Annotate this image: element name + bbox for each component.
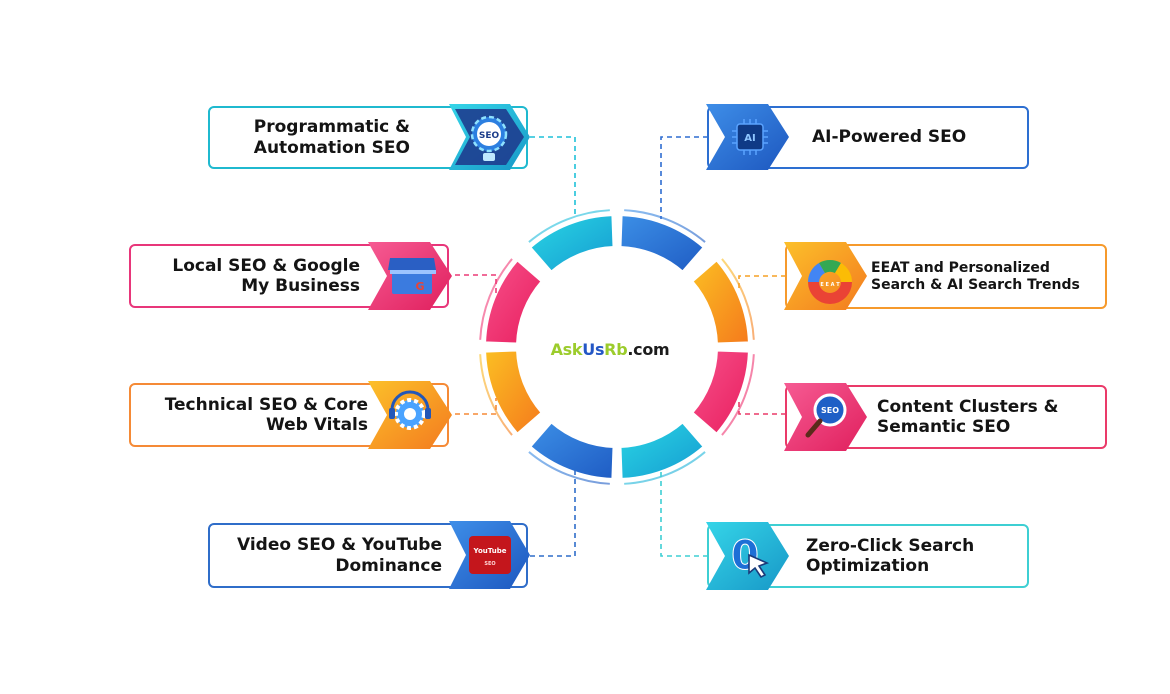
card-ai-powered: AI xyxy=(706,104,1029,170)
ring-segment-right-upper xyxy=(691,258,750,345)
label-ai-powered: AI-Powered SEO xyxy=(812,110,1012,165)
ring-segment-bottom-right xyxy=(619,421,706,480)
ring-segment-left-upper-accent xyxy=(479,258,513,340)
card-zero-click: 0 xyxy=(706,522,1029,590)
label-video: Video SEO & YouTube Dominance xyxy=(214,527,442,584)
label-eeat: EEAT and Personalized Search & AI Search… xyxy=(871,249,1103,304)
center-logo-ask: Ask xyxy=(550,339,583,359)
eeat-gauge-icon-text: E E A T xyxy=(820,282,840,288)
center-logo-us: Us xyxy=(582,339,605,359)
label-technical-line1: Technical SEO & Core xyxy=(164,394,368,415)
label-zero-click-line1: Zero-Click Search xyxy=(806,535,975,556)
label-video-line2: Dominance xyxy=(335,555,442,576)
eeat-gauge-icon: E E A T xyxy=(808,260,852,304)
ring-segment-top-left xyxy=(528,214,615,273)
ai-chip-icon: AI xyxy=(732,119,768,155)
ring-segment-right-lower xyxy=(691,349,750,436)
label-video-line1: Video SEO & YouTube xyxy=(236,535,442,556)
connector-eeat xyxy=(738,275,786,290)
gear-headset-icon xyxy=(389,390,431,430)
ring-segment-bottom-left-accent xyxy=(528,451,610,485)
card-zero-click-icon-bg xyxy=(706,522,789,590)
card-technical xyxy=(129,381,452,449)
card-content: SEO xyxy=(784,383,1107,451)
connector-zero-click xyxy=(660,470,708,557)
label-local: Local SEO & Google My Business xyxy=(140,248,360,304)
label-programmatic-line2: Automation SEO xyxy=(253,137,410,158)
label-eeat-line1: EEAT and Personalized xyxy=(871,259,1050,276)
ai-chip-icon-text: AI xyxy=(744,133,755,144)
youtube-icon-subtext: SEO xyxy=(484,561,495,567)
connector-content xyxy=(738,398,786,415)
label-programmatic: Programmatic & Automation SEO xyxy=(214,110,410,165)
card-video: YouTube SEO xyxy=(208,521,530,589)
label-content-line2: Semantic SEO xyxy=(877,417,1011,437)
label-zero-click-line2: Optimization xyxy=(806,556,930,576)
connector-local xyxy=(446,274,497,296)
label-local-line1: Local SEO & Google xyxy=(172,255,360,276)
store-icon-text: G xyxy=(415,280,424,293)
connector-programmatic xyxy=(530,136,576,214)
card-eeat-frame xyxy=(785,244,1107,309)
ring-segment-top-left-accent xyxy=(528,209,610,243)
center-logo-rb: Rb xyxy=(604,339,628,359)
label-technical-line2: Web Vitals xyxy=(266,415,368,435)
label-technical: Technical SEO & Core Web Vitals xyxy=(140,387,368,443)
ring-segment-right-upper-accent xyxy=(721,258,755,340)
card-local: G xyxy=(129,242,452,310)
label-ai-powered-line1: AI-Powered SEO xyxy=(812,127,967,148)
ring-segment-bottom-left xyxy=(528,421,615,480)
connector-technical xyxy=(446,398,497,415)
youtube-icon: YouTube SEO xyxy=(469,536,511,574)
magnifier-seo-icon-text: SEO xyxy=(821,406,839,415)
label-content-line1: Content Clusters & xyxy=(877,396,1059,417)
label-local-line2: My Business xyxy=(241,276,360,296)
ring-segment-left-lower xyxy=(484,349,543,436)
ring xyxy=(479,209,755,485)
card-ai-powered-frame xyxy=(707,106,1029,169)
connector-video xyxy=(530,470,576,557)
ring-segment-bottom-right-accent xyxy=(624,451,706,485)
connector-lines xyxy=(446,136,786,557)
label-eeat-line2: Search & AI Search Trends xyxy=(871,276,1080,293)
ring-segment-top-right xyxy=(619,214,706,273)
cursor-zero-icon: 0 xyxy=(731,533,770,580)
ring-segment-right-lower-accent xyxy=(721,354,755,436)
ring-segment-left-lower-accent xyxy=(479,354,513,436)
label-zero-click: Zero-Click Search Optimization xyxy=(806,528,1016,584)
ring-segment-left-upper xyxy=(484,258,543,345)
label-programmatic-line1: Programmatic & xyxy=(253,117,410,138)
store-icon: G xyxy=(388,258,436,294)
card-zero-click-frame xyxy=(707,524,1029,588)
card-eeat: E E A T xyxy=(784,242,1107,310)
center-logo-com: .com xyxy=(627,339,670,359)
gear-seo-icon: SEO xyxy=(470,115,508,161)
ring-segment-top-right-accent xyxy=(624,209,706,243)
card-content-frame xyxy=(785,385,1107,449)
gear-seo-icon-text: SEO xyxy=(479,131,500,141)
magnifier-seo-icon: SEO xyxy=(805,393,847,438)
cursor-zero-icon-text: 0 xyxy=(731,533,759,579)
youtube-icon-text: YouTube xyxy=(473,547,507,555)
connector-ai-powered xyxy=(660,136,708,219)
label-content: Content Clusters & Semantic SEO xyxy=(877,389,1097,445)
card-programmatic: SEO xyxy=(208,104,530,170)
